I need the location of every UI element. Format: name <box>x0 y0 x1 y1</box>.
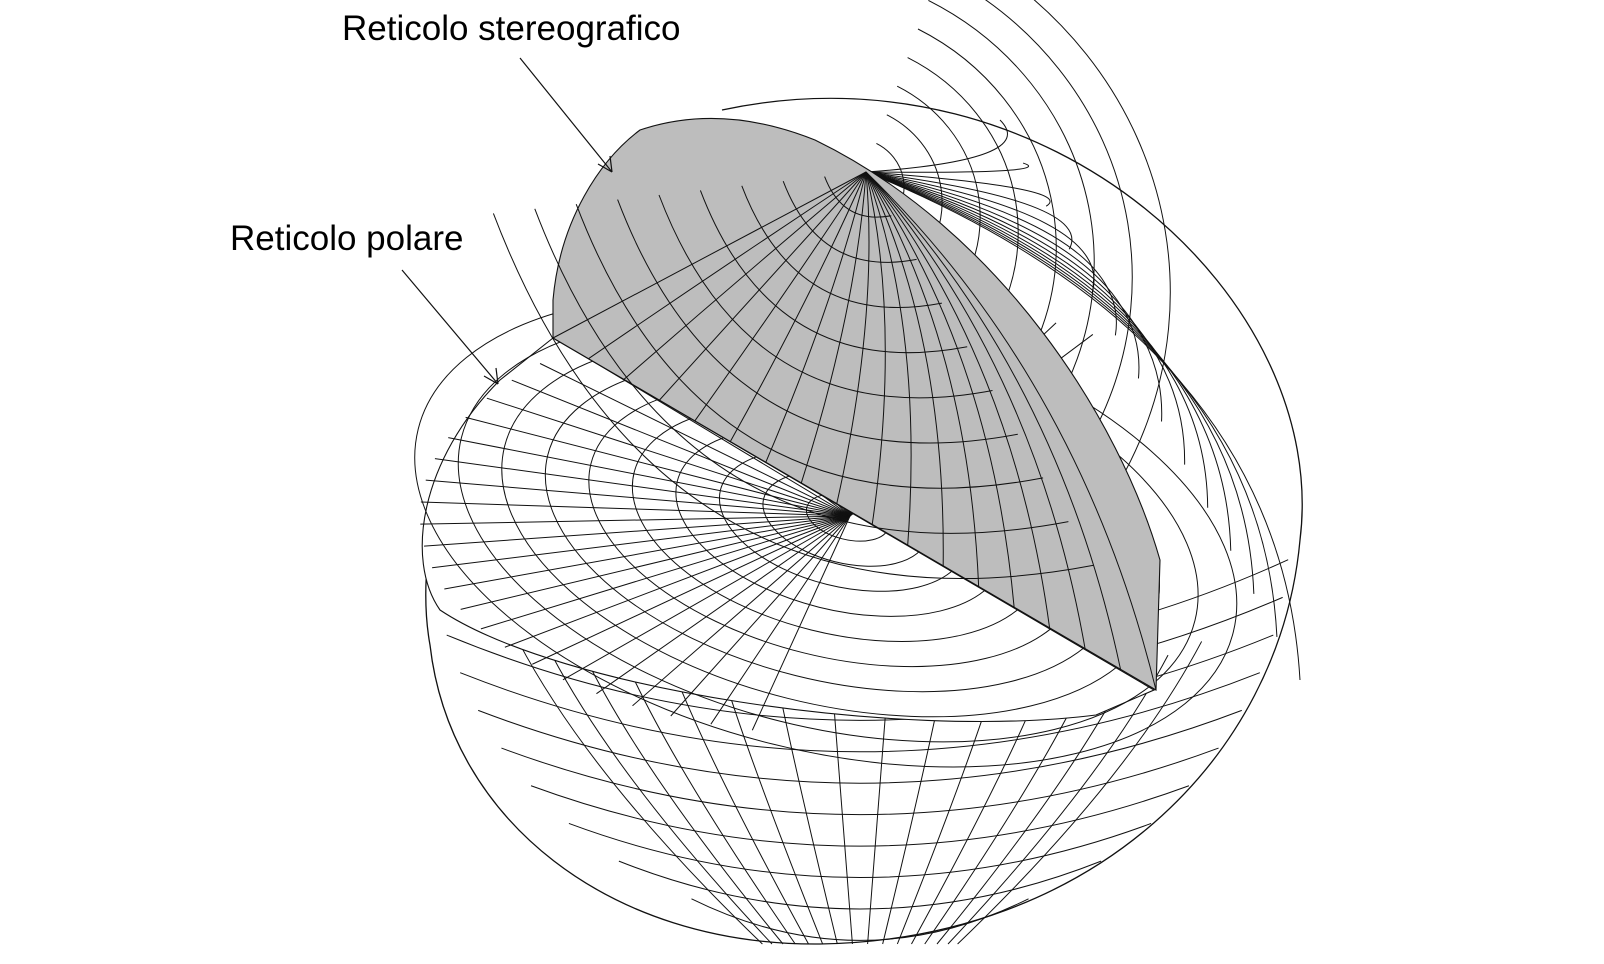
stereo-parallel <box>492 213 1094 579</box>
stereo-parallel <box>575 204 1044 489</box>
meridian-line <box>728 692 824 945</box>
stereo-meridian <box>552 171 867 339</box>
stereo-parallel <box>534 208 1069 534</box>
upper-meridian-line <box>865 171 1255 594</box>
stereo-meridian <box>865 171 1015 608</box>
polar-spoke <box>511 379 851 517</box>
polar-spoke <box>425 479 851 517</box>
polar-spoke <box>596 515 851 695</box>
meridian-line <box>957 641 1203 945</box>
arrow-stereographic-line <box>519 57 613 173</box>
stereo-meridian <box>865 171 886 525</box>
stereo-meridian <box>588 171 867 360</box>
stereo-parallel <box>658 194 993 399</box>
polar-spoke <box>670 515 851 717</box>
meridian-line <box>590 667 784 945</box>
upper-meridian-line <box>865 162 1029 173</box>
stereo-meridian <box>865 171 944 566</box>
stereo-meridian <box>865 171 1122 670</box>
polar-spoke <box>448 437 851 517</box>
meridian-line <box>632 677 796 945</box>
stereo-meridian <box>694 171 867 422</box>
polar-spoke <box>434 458 851 517</box>
polar-spoke <box>539 363 851 517</box>
stereo-parallel <box>782 181 917 263</box>
label-polar: Reticolo polare <box>230 219 463 258</box>
stereo-meridian <box>865 171 1086 649</box>
upper-meridian-line <box>865 119 1008 173</box>
upper-meridian-line <box>865 171 1073 250</box>
stereo-meridian <box>865 171 912 546</box>
stereo-meridian <box>765 171 867 463</box>
stereo-parallel <box>617 199 1018 444</box>
polar-plane-face <box>421 337 1156 723</box>
upper-meridian-line <box>865 171 1186 465</box>
upper-meridian-line <box>865 171 1209 508</box>
latitude-line <box>459 672 1261 753</box>
stereographic-grid <box>492 118 1161 691</box>
stereo-parallel <box>824 176 892 218</box>
latitude-line <box>618 860 1102 910</box>
arrow-polar-head <box>483 367 499 385</box>
label-stereographic: Reticolo stereografico <box>342 9 681 48</box>
polar-spoke <box>480 515 851 630</box>
meridian-line <box>517 641 763 945</box>
meridian-line <box>832 699 853 945</box>
latitude-line <box>478 709 1242 784</box>
meridian-line <box>551 654 773 945</box>
polar-spoke <box>751 515 851 731</box>
stereo-meridian <box>865 171 1051 628</box>
polar-spoke <box>710 515 851 725</box>
stereo-meridian <box>836 171 870 504</box>
upper-meridian-line <box>865 171 1140 379</box>
polar-spoke <box>532 515 851 665</box>
arrow-polar-line <box>401 269 499 385</box>
stereo-parallel <box>741 185 942 308</box>
stereo-parallel <box>699 190 968 354</box>
meridian-line <box>780 697 838 945</box>
polar-spoke <box>432 515 851 569</box>
stereo-meridian <box>729 171 867 442</box>
polar-spoke <box>420 515 851 525</box>
latitude-line <box>691 898 1029 941</box>
upper-meridian-line <box>865 171 1232 551</box>
stereo-meridian <box>623 171 867 380</box>
polar-spoke <box>632 515 851 707</box>
stereo-cut-face <box>552 118 1161 691</box>
upper-meridian-line <box>865 171 1301 681</box>
arrow-stereographic-head <box>597 155 613 173</box>
upper-meridian-line <box>865 171 1051 207</box>
stereo-meridian <box>659 171 867 401</box>
callout-stereographic: Reticolo stereografico <box>342 9 681 173</box>
polar-spoke <box>424 515 851 547</box>
stereo-meridian <box>800 171 867 484</box>
polar-spoke <box>486 397 851 517</box>
polar-spoke <box>420 501 851 517</box>
polar-spoke <box>465 416 851 517</box>
latitude-line <box>568 822 1152 878</box>
meridian-line <box>867 699 888 945</box>
stereo-meridian <box>865 171 1157 691</box>
meridian-line <box>679 686 809 945</box>
upper-meridian-line <box>865 171 1163 422</box>
polar-spoke <box>460 515 851 610</box>
callout-polar: Reticolo polare <box>230 219 499 385</box>
latitude-line <box>530 785 1190 847</box>
polar-spoke <box>444 515 851 590</box>
latitude-line <box>501 747 1219 816</box>
sphere-outline <box>425 97 1303 945</box>
stereo-meridian <box>865 171 980 587</box>
polar-spoke <box>504 515 851 648</box>
polar-spoke <box>562 515 851 681</box>
